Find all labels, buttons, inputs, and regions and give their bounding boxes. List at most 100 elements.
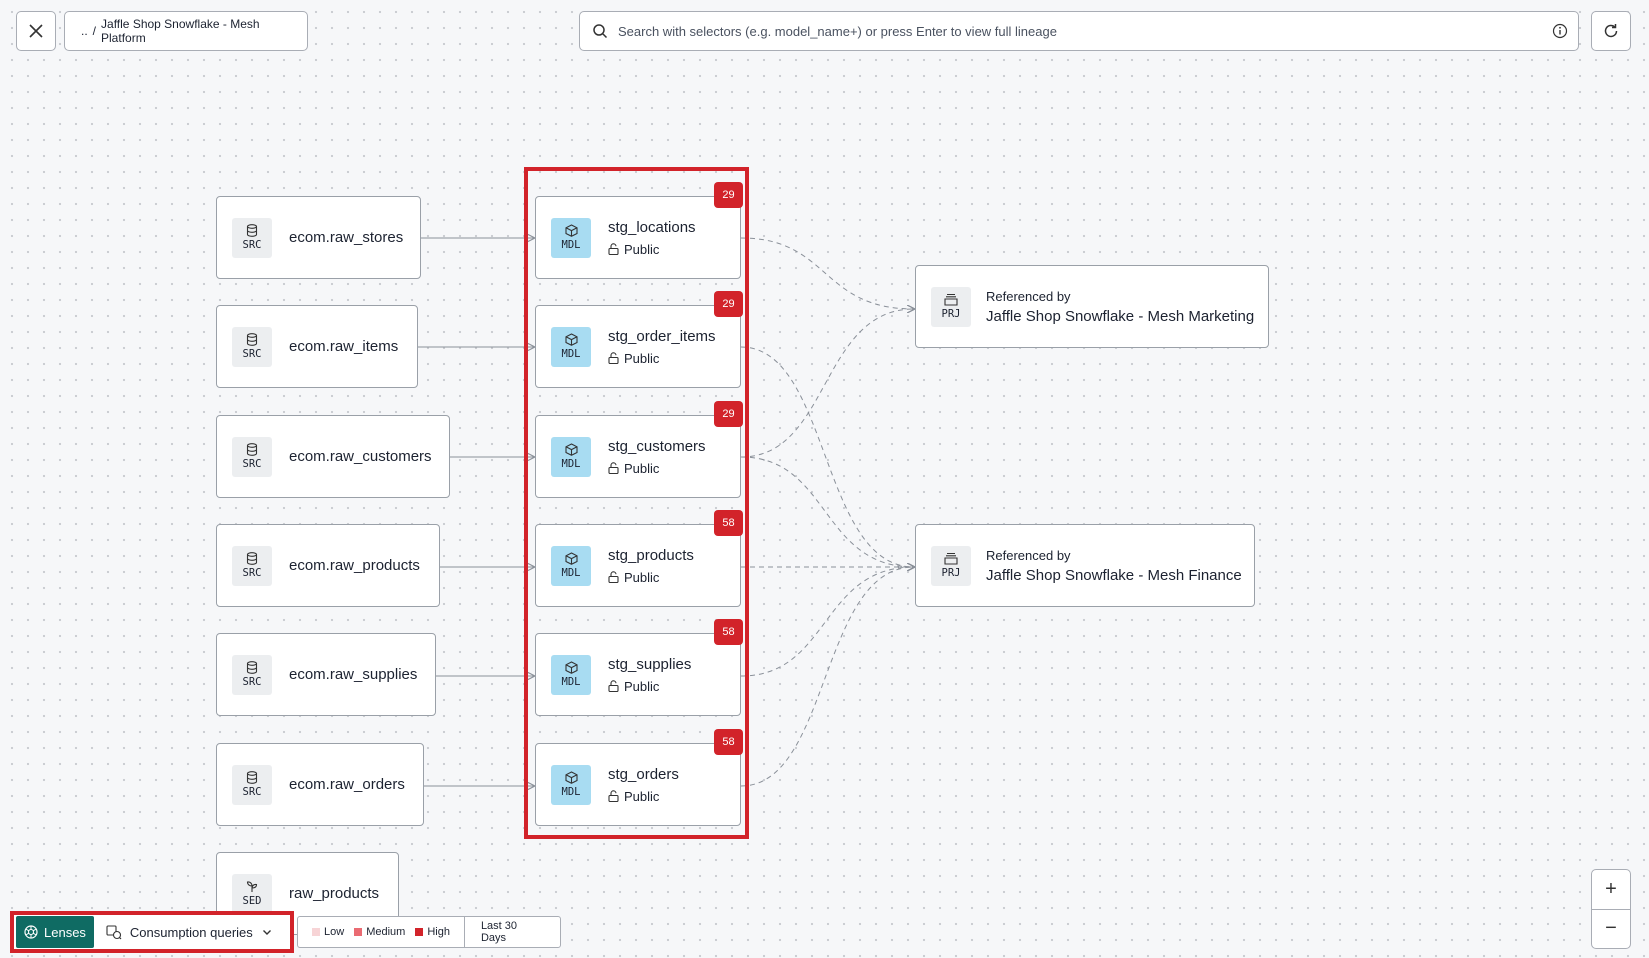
- access-label: Public: [624, 569, 660, 585]
- model-node[interactable]: MDL stg_locations Public 29: [535, 182, 743, 279]
- project-node[interactable]: PRJ Referenced by Jaffle Shop Snowflake …: [915, 524, 1255, 607]
- lens-dropdown[interactable]: Consumption queries: [94, 916, 281, 948]
- close-icon: [29, 24, 43, 38]
- zoom-out-button[interactable]: −: [1605, 917, 1617, 940]
- source-name: ecom.raw_supplies: [289, 666, 418, 683]
- access-level: Public: [608, 570, 694, 585]
- source-node[interactable]: SRC ecom.raw_stores: [216, 196, 421, 279]
- model-type-label: MDL: [561, 458, 581, 470]
- search-icon: [593, 24, 608, 39]
- unlock-icon: [608, 352, 619, 364]
- breadcrumb-separator: /: [92, 24, 97, 38]
- seed-type-label: SED: [242, 895, 262, 907]
- breadcrumb-project: Jaffle Shop Snowflake - Mesh Platform: [101, 17, 260, 45]
- project-icon: [944, 552, 958, 565]
- source-node[interactable]: SRC ecom.raw_items: [216, 305, 418, 388]
- model-node[interactable]: MDL stg_order_items Public 29: [535, 291, 743, 388]
- database-icon: [246, 224, 258, 237]
- lenses-label: Lenses: [44, 924, 86, 940]
- search-bar[interactable]: [579, 11, 1579, 51]
- seed-icon: [246, 881, 258, 892]
- consumption-count-badge: 29: [714, 401, 743, 427]
- lens-dropdown-value: Consumption queries: [129, 924, 253, 940]
- source-name: ecom.raw_items: [289, 338, 399, 355]
- legend-low: Low: [312, 926, 344, 938]
- legend-low-label: Low: [324, 926, 345, 938]
- access-level: Public: [608, 679, 691, 694]
- zoom-in-button[interactable]: +: [1592, 870, 1630, 910]
- info-icon[interactable]: [1552, 23, 1568, 39]
- model-node[interactable]: MDL stg_orders Public 58: [535, 729, 743, 826]
- database-icon: [246, 552, 258, 565]
- breadcrumb-root[interactable]: ..: [81, 24, 88, 38]
- model-node[interactable]: MDL stg_products Public 58: [535, 510, 743, 607]
- source-node[interactable]: SRC ecom.raw_customers: [216, 415, 450, 498]
- project-icon: [944, 293, 958, 306]
- project-type-label: PRJ: [941, 308, 961, 320]
- time-range-button[interactable]: Last 30 Days: [480, 920, 518, 944]
- source-node[interactable]: SRC ecom.raw_orders: [216, 743, 424, 826]
- edge-orders-finance: [740, 567, 914, 787]
- legend-medium-swatch: [354, 928, 363, 936]
- source-type-badge: SRC: [232, 436, 272, 477]
- refresh-icon: [1604, 24, 1618, 38]
- project-type-badge: PRJ: [931, 545, 971, 586]
- model-node[interactable]: MDL stg_supplies Public 58: [535, 619, 743, 716]
- access-label: Public: [624, 788, 660, 804]
- model-type-badge: MDL: [551, 217, 591, 258]
- project-node[interactable]: PRJ Referenced by Jaffle Shop Snowflake …: [915, 265, 1269, 348]
- legend-high-label: High: [427, 926, 450, 938]
- model-name: stg_supplies: [608, 655, 692, 673]
- model-name: stg_locations: [608, 218, 696, 236]
- source-name: ecom.raw_products: [289, 557, 420, 574]
- seed-name: raw_products: [289, 885, 380, 902]
- source-type-badge: SRC: [232, 545, 272, 586]
- edge-customers-marketing: [740, 309, 914, 458]
- lens-icon: [24, 925, 38, 939]
- source-type-badge: SRC: [232, 764, 272, 805]
- heat-legend: Low Medium High Last 30 Days: [297, 916, 561, 948]
- database-icon: [246, 661, 258, 674]
- cube-icon: [564, 443, 578, 456]
- source-node[interactable]: SRC ecom.raw_supplies: [216, 633, 436, 716]
- legend-high: High: [415, 926, 450, 938]
- refresh-button[interactable]: [1591, 11, 1631, 51]
- access-label: Public: [624, 678, 660, 694]
- access-level: Public: [608, 461, 706, 476]
- project-type-label: PRJ: [941, 567, 961, 579]
- source-type-label: SRC: [242, 239, 262, 251]
- cube-icon: [564, 224, 578, 237]
- lenses-button[interactable]: Lenses: [16, 916, 94, 948]
- close-button[interactable]: [16, 11, 56, 51]
- consumption-count-badge: 58: [714, 619, 743, 645]
- database-icon: [246, 771, 258, 784]
- source-type-label: SRC: [242, 786, 262, 798]
- model-node[interactable]: MDL stg_customers Public 29: [535, 401, 743, 498]
- model-type-badge: MDL: [551, 545, 591, 586]
- source-node[interactable]: SRC ecom.raw_products: [216, 524, 440, 607]
- access-level: Public: [608, 351, 716, 366]
- database-icon: [246, 333, 258, 346]
- access-level: Public: [608, 789, 679, 804]
- zoom-controls: + −: [1591, 869, 1631, 949]
- model-name: stg_order_items: [608, 327, 716, 345]
- referenced-by-label: Referenced by: [986, 288, 1071, 304]
- project-type-badge: PRJ: [931, 286, 971, 327]
- consumption-icon: [106, 924, 122, 939]
- lens-selector-frame: Lenses Consumption queries: [10, 911, 294, 953]
- referenced-by-label: Referenced by: [986, 547, 1071, 563]
- unlock-icon: [608, 462, 619, 474]
- unlock-icon: [608, 571, 619, 583]
- source-type-badge: SRC: [232, 654, 272, 695]
- model-type-badge: MDL: [551, 436, 591, 477]
- access-label: Public: [624, 460, 660, 476]
- cube-icon: [564, 333, 578, 346]
- cube-icon: [564, 552, 578, 565]
- search-input[interactable]: [618, 23, 1552, 39]
- model-type-label: MDL: [561, 786, 581, 798]
- unlock-icon: [608, 243, 619, 255]
- consumption-count-badge: 29: [714, 182, 743, 208]
- model-name: stg_orders: [608, 765, 679, 783]
- model-type-badge: MDL: [551, 654, 591, 695]
